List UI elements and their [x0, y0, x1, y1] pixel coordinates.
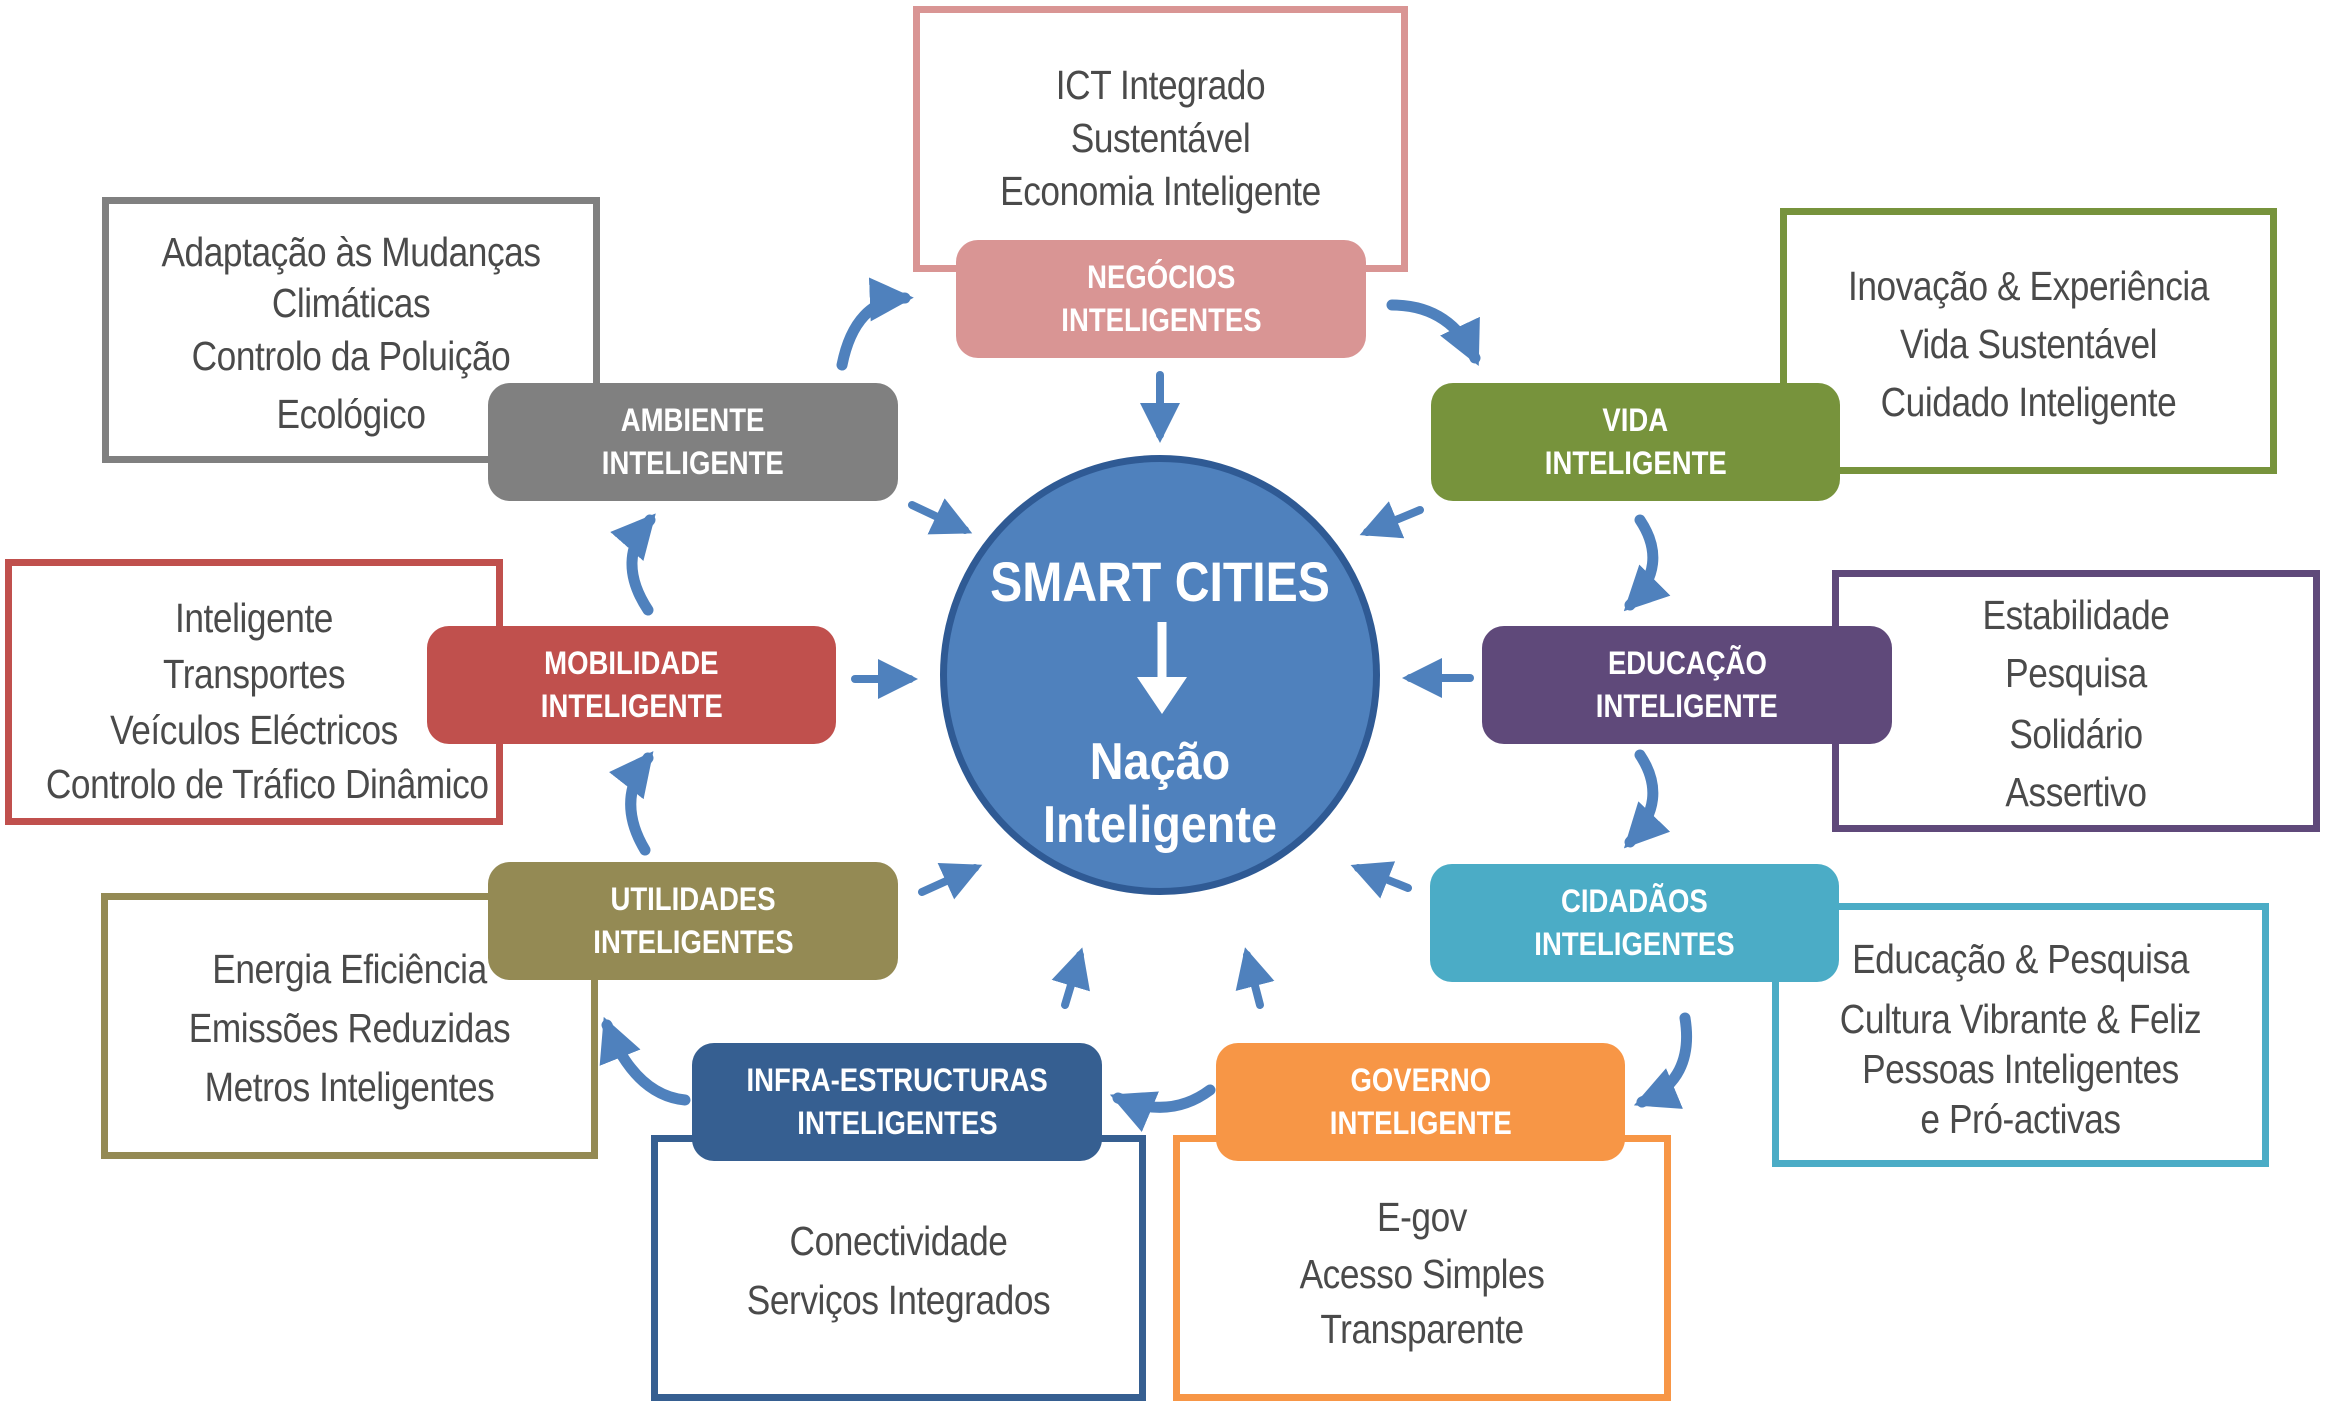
infra-title-line1: INFRA-ESTRUCTURAS: [746, 1062, 1048, 1098]
arrow-governo-to-infra: [1109, 1084, 1216, 1132]
educacao-pill[interactable]: EDUCAÇÃO INTELIGENTE: [1482, 626, 1892, 744]
cidadaos-details-box: Educação & Pesquisa Cultura Vibrante & F…: [1772, 903, 2269, 1167]
arrow-mobilidade-to-ambiente: [610, 513, 656, 616]
vida-item: Inovação & Experiência: [1847, 263, 2209, 309]
negocios-item: ICT Integrado: [1055, 62, 1266, 108]
utilidades-pill[interactable]: UTILIDADES INTELIGENTES: [488, 862, 898, 980]
educacao-title-line1: EDUCAÇÃO: [1607, 645, 1767, 681]
center-title: SMART CITIES: [990, 550, 1330, 613]
utilidades-item: Energia Eficiência: [212, 946, 487, 992]
ambiente-item: Ecológico: [276, 391, 426, 437]
governo-details-box: E-gov Acesso Simples Transparente: [1173, 1135, 1671, 1401]
arrow-vida-to-educacao: [1623, 514, 1671, 612]
utilidades-title-line2: INTELIGENTES: [592, 924, 794, 960]
center-subtitle-line2: Inteligente: [1042, 796, 1278, 854]
arrow-infra-to-center: [1051, 947, 1090, 1009]
arrow-governo-to-center: [1235, 947, 1275, 1009]
educacao-details-box: Estabilidade Pesquisa Solidário Assertiv…: [1832, 570, 2320, 832]
arrow-ambiente-to-center: [908, 498, 973, 535]
vida-title-line1: VIDA: [1602, 402, 1669, 438]
vida-item: Cuidado Inteligente: [1880, 379, 2177, 425]
ambiente-title-line2: INTELIGENTE: [602, 445, 784, 481]
center-subtitle-line1: Nação: [1089, 733, 1231, 791]
vida-title-line2: INTELIGENTE: [1544, 445, 1727, 481]
negocios-pill[interactable]: NEGÓCIOS INTELIGENTES: [956, 240, 1366, 358]
governo-title-line1: GOVERNO: [1350, 1062, 1491, 1098]
negocios-title-line1: NEGÓCIOS: [1086, 259, 1236, 295]
utilidades-details-box: Energia Eficiência Emissões Reduzidas Me…: [101, 893, 598, 1159]
negocios-item: Sustentável: [1070, 115, 1251, 161]
governo-pill[interactable]: GOVERNO INTELIGENTE: [1216, 1043, 1625, 1161]
vida-pill[interactable]: VIDA INTELIGENTE: [1431, 383, 1840, 501]
arrow-utilidades-to-center: [918, 862, 983, 900]
down-arrow-icon: [1137, 622, 1187, 714]
arrow-negocios-to-vida: [1386, 299, 1481, 366]
infra-item: Serviços Integrados: [746, 1277, 1051, 1323]
cidadaos-pill[interactable]: CIDADÃOS INTELIGENTES: [1430, 864, 1839, 982]
mobilidade-pill[interactable]: MOBILIDADE INTELIGENTE: [427, 626, 836, 744]
arrow-cidadaos-to-center: [1350, 861, 1412, 899]
center-circle: SMART CITIES Nação Inteligente: [940, 455, 1380, 895]
mobilidade-title-line1: MOBILIDADE: [544, 645, 719, 681]
vida-details-box: Inovação & Experiência Vida Sustentável …: [1780, 208, 2277, 474]
governo-item: E-gov: [1377, 1194, 1467, 1240]
educacao-title-line2: INTELIGENTE: [1596, 688, 1778, 724]
negocios-title-line2: INTELIGENTES: [1060, 302, 1262, 338]
cidadaos-item: e Pró-activas: [1920, 1096, 2121, 1142]
educacao-item: Estabilidade: [1982, 592, 2170, 638]
infra-pill[interactable]: INFRA-ESTRUCTURAS INTELIGENTES: [692, 1043, 1102, 1161]
ambiente-item: Adaptação às Mudanças: [161, 229, 541, 275]
mobilidade-item: Controlo de Tráfico Dinâmico: [45, 761, 489, 807]
governo-item: Acesso Simples: [1299, 1251, 1545, 1297]
arrow-infra-to-utilidades: [599, 1016, 691, 1106]
educacao-item: Assertivo: [2005, 769, 2147, 815]
mobilidade-item: Veículos Eléctricos: [110, 707, 398, 753]
cidadaos-item: Cultura Vibrante & Feliz: [1839, 996, 2202, 1042]
arrow-cidadaos-to-governo: [1633, 1012, 1693, 1109]
infra-details-box: Conectividade Serviços Integrados: [651, 1135, 1146, 1401]
governo-item: Transparente: [1320, 1306, 1524, 1352]
ambiente-details-box: Adaptação às Mudanças Climáticas Control…: [102, 197, 600, 463]
vida-item: Vida Sustentável: [1899, 321, 2158, 367]
educacao-item: Pesquisa: [2005, 650, 2147, 696]
infra-title-line2: INTELIGENTES: [796, 1105, 998, 1141]
mobilidade-title-line2: INTELIGENTE: [540, 688, 723, 724]
cidadaos-item: Educação & Pesquisa: [1852, 936, 2189, 982]
ambiente-item: Controlo da Poluição: [191, 333, 511, 379]
mobilidade-item: Transportes: [162, 651, 346, 697]
governo-title-line2: INTELIGENTE: [1329, 1105, 1512, 1141]
arrow-vida-to-center: [1359, 501, 1424, 539]
negocios-item: Economia Inteligente: [1000, 168, 1321, 214]
utilidades-item: Emissões Reduzidas: [188, 1005, 511, 1051]
ambiente-item: Climáticas: [271, 280, 431, 326]
ambiente-pill[interactable]: AMBIENTE INTELIGENTE: [488, 383, 898, 501]
cidadaos-item: Pessoas Inteligentes: [1862, 1046, 2179, 1092]
cidadaos-title-line2: INTELIGENTES: [1534, 926, 1735, 962]
educacao-item: Solidário: [2009, 711, 2143, 757]
arrow-educacao-to-cidadaos: [1623, 749, 1671, 849]
negocios-details-box: ICT Integrado Sustentável Economia Intel…: [913, 6, 1408, 272]
arrow-ambiente-to-negocios: [836, 277, 914, 371]
utilidades-title-line1: UTILIDADES: [610, 881, 776, 917]
mobilidade-details-box: Inteligente Transportes Veículos Eléctri…: [5, 559, 503, 825]
mobilidade-item: Inteligente: [175, 595, 333, 641]
ambiente-title-line1: AMBIENTE: [621, 402, 765, 438]
utilidades-item: Metros Inteligentes: [204, 1064, 495, 1110]
cidadaos-title-line1: CIDADÃOS: [1561, 883, 1708, 919]
infra-item: Conectividade: [789, 1218, 1008, 1264]
arrow-utilidades-to-mobilidade: [608, 751, 654, 856]
